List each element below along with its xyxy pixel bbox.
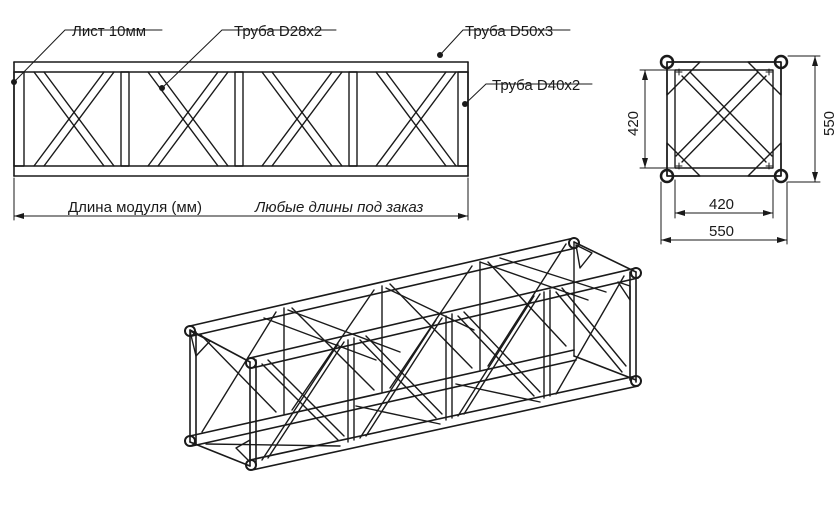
dim-width-outer: 550 — [709, 223, 734, 240]
side-verticals — [120, 71, 358, 167]
section-vertical-dims — [639, 55, 821, 183]
dim-height-inner: 420 — [625, 111, 642, 136]
chord-circle-br — [773, 168, 789, 184]
side-chords — [13, 61, 469, 177]
side-end-plates — [13, 71, 469, 167]
length-dimension — [13, 177, 469, 221]
label-custom-length: Любые длины под заказ — [254, 199, 423, 216]
section-view — [639, 54, 821, 245]
label-module-length: Длина модуля (мм) — [68, 199, 202, 216]
dim-height-outer: 550 — [821, 111, 838, 136]
dim-width-inner: 420 — [709, 196, 734, 213]
side-leaders — [13, 29, 593, 105]
chord-circle-bl — [659, 168, 675, 184]
label-sheet: Лист 10мм — [72, 23, 146, 40]
side-view — [11, 29, 593, 221]
isometric-view — [184, 237, 642, 471]
section-horizontal-dims — [660, 179, 788, 245]
label-pipe-frame: Труба D40x2 — [492, 77, 580, 94]
side-x-braces — [33, 71, 457, 167]
chord-circle-tr — [773, 54, 789, 70]
label-pipe-brace: Труба D28x2 — [234, 23, 322, 40]
chord-circle-tl — [659, 54, 675, 70]
label-pipe-chord: Труба D50x3 — [465, 23, 553, 40]
